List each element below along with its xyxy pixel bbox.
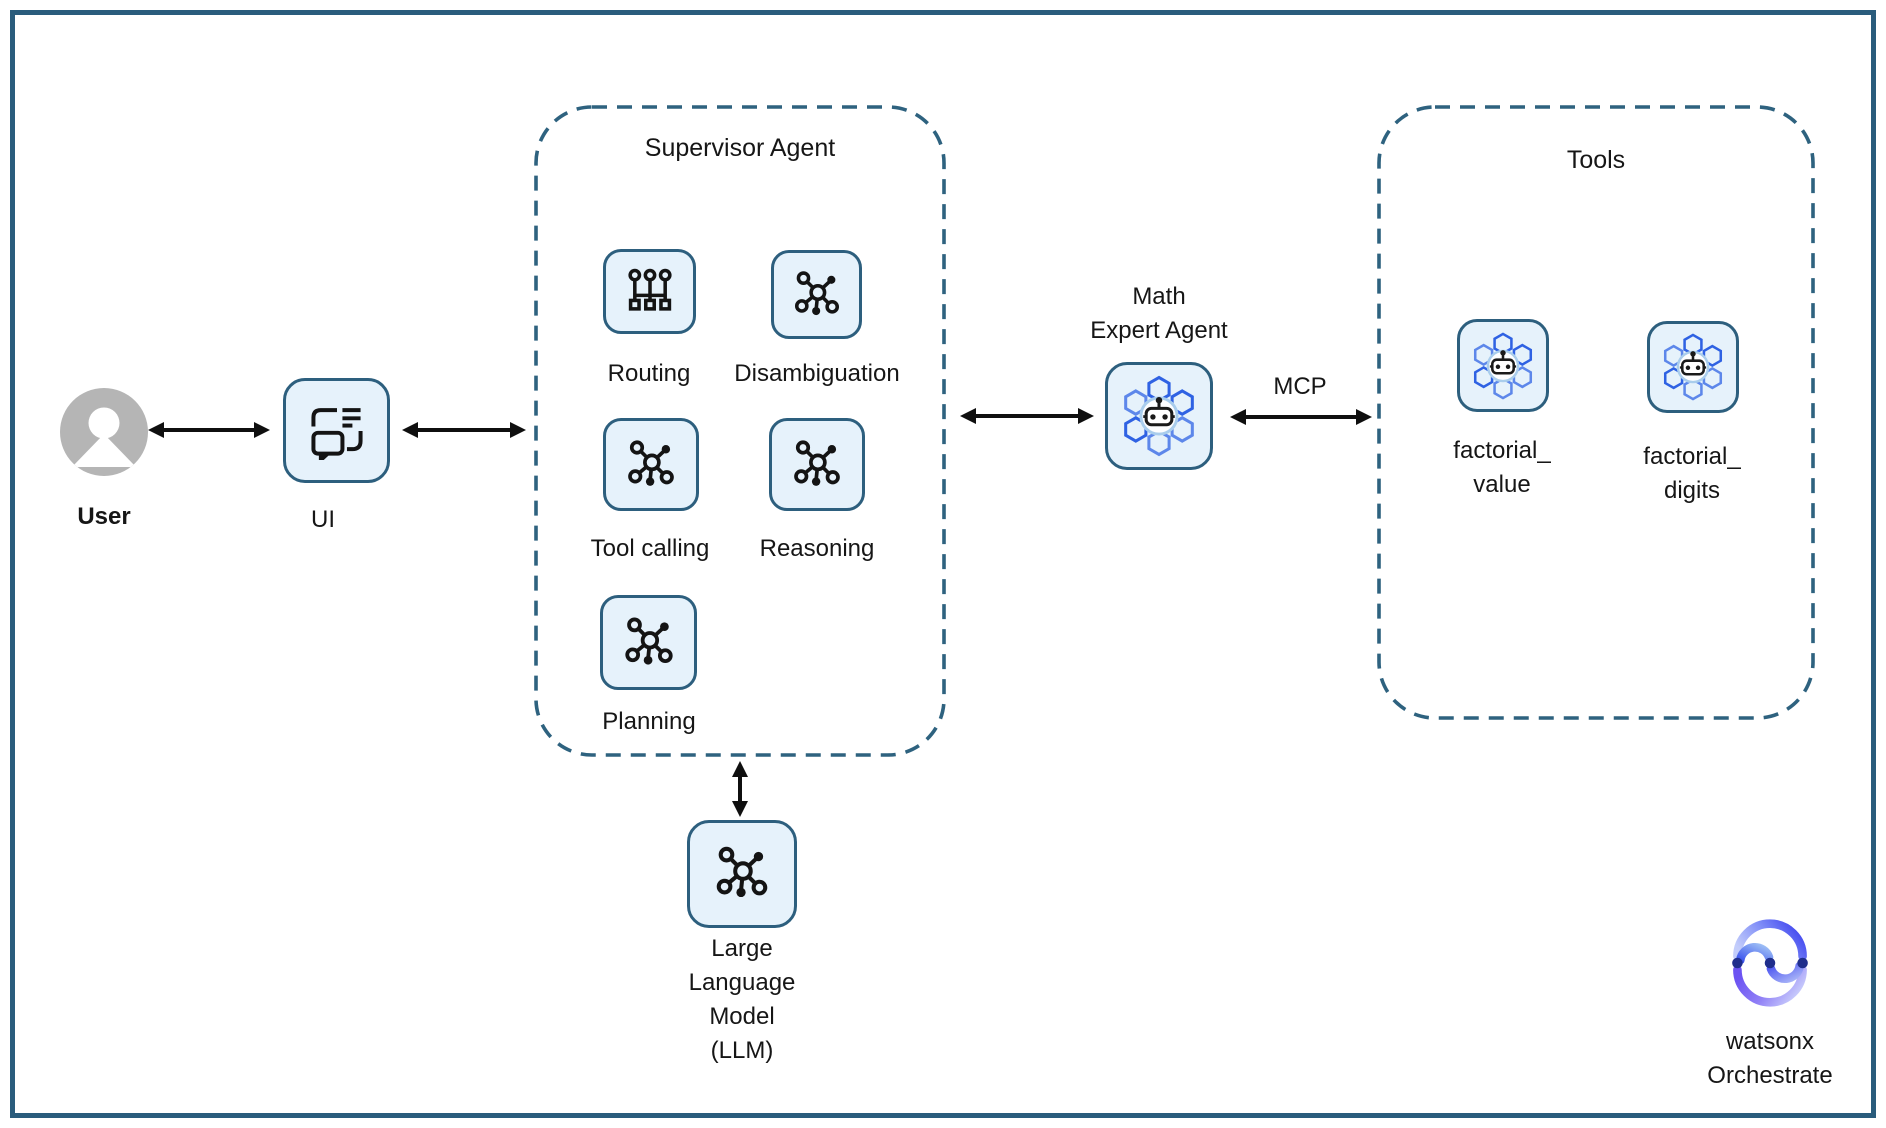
agent-robot-icon <box>1658 332 1728 402</box>
watsonx-orchestrate-wordmark: watsonx Orchestrate <box>1707 1028 1833 1089</box>
network-icon <box>789 437 845 493</box>
arrow-user-ui <box>148 422 270 438</box>
tool-calling-label: Tool calling <box>590 535 710 562</box>
factorial-digits-label: factorial_ digits <box>1643 443 1741 504</box>
network-icon <box>711 843 773 905</box>
diagram-frame <box>10 10 1876 1118</box>
reasoning-label: Reasoning <box>759 535 875 562</box>
supervisor-title: Supervisor Agent <box>644 134 836 162</box>
supervisor-group-border <box>534 105 946 757</box>
network-icon <box>790 268 844 322</box>
watsonx-orchestrate-logo-icon <box>1724 917 1816 1009</box>
agent-robot-icon <box>1468 331 1538 401</box>
math-agent-label: Math Expert Agent <box>1090 283 1228 344</box>
tool-factorial-digits <box>1647 321 1739 413</box>
routing-label: Routing <box>607 360 691 387</box>
tools-title: Tools <box>1566 146 1626 174</box>
llm-label: Large Language Model (LLM) <box>688 935 796 1064</box>
mcp-label: MCP <box>1273 373 1327 400</box>
factorial-value-label: factorial_ value <box>1453 437 1551 498</box>
network-icon <box>620 614 678 672</box>
planning-label: Planning <box>602 708 696 735</box>
tool-factorial-value <box>1457 319 1549 412</box>
llm-node <box>687 820 797 928</box>
arrow-math-tools-mcp <box>1230 409 1372 425</box>
user-label: User <box>77 503 131 530</box>
capability-reasoning <box>769 418 865 511</box>
routing-icon <box>623 265 677 319</box>
user-avatar-icon <box>60 388 148 476</box>
capability-tool-calling <box>603 418 699 511</box>
chat-icon <box>308 402 366 460</box>
capability-routing <box>603 249 696 334</box>
tools-group-border <box>1377 105 1815 720</box>
capability-disambiguation <box>771 250 862 339</box>
disambiguation-label: Disambiguation <box>734 360 900 387</box>
network-icon <box>623 437 679 493</box>
arrow-supervisor-llm <box>732 761 748 817</box>
ui-label: UI <box>311 506 335 533</box>
capability-planning <box>600 595 697 690</box>
math-agent-node <box>1105 362 1213 470</box>
agent-robot-icon <box>1117 374 1201 458</box>
ui-node <box>283 378 390 483</box>
arrow-supervisor-math <box>960 408 1094 424</box>
arrow-ui-supervisor <box>402 422 526 438</box>
